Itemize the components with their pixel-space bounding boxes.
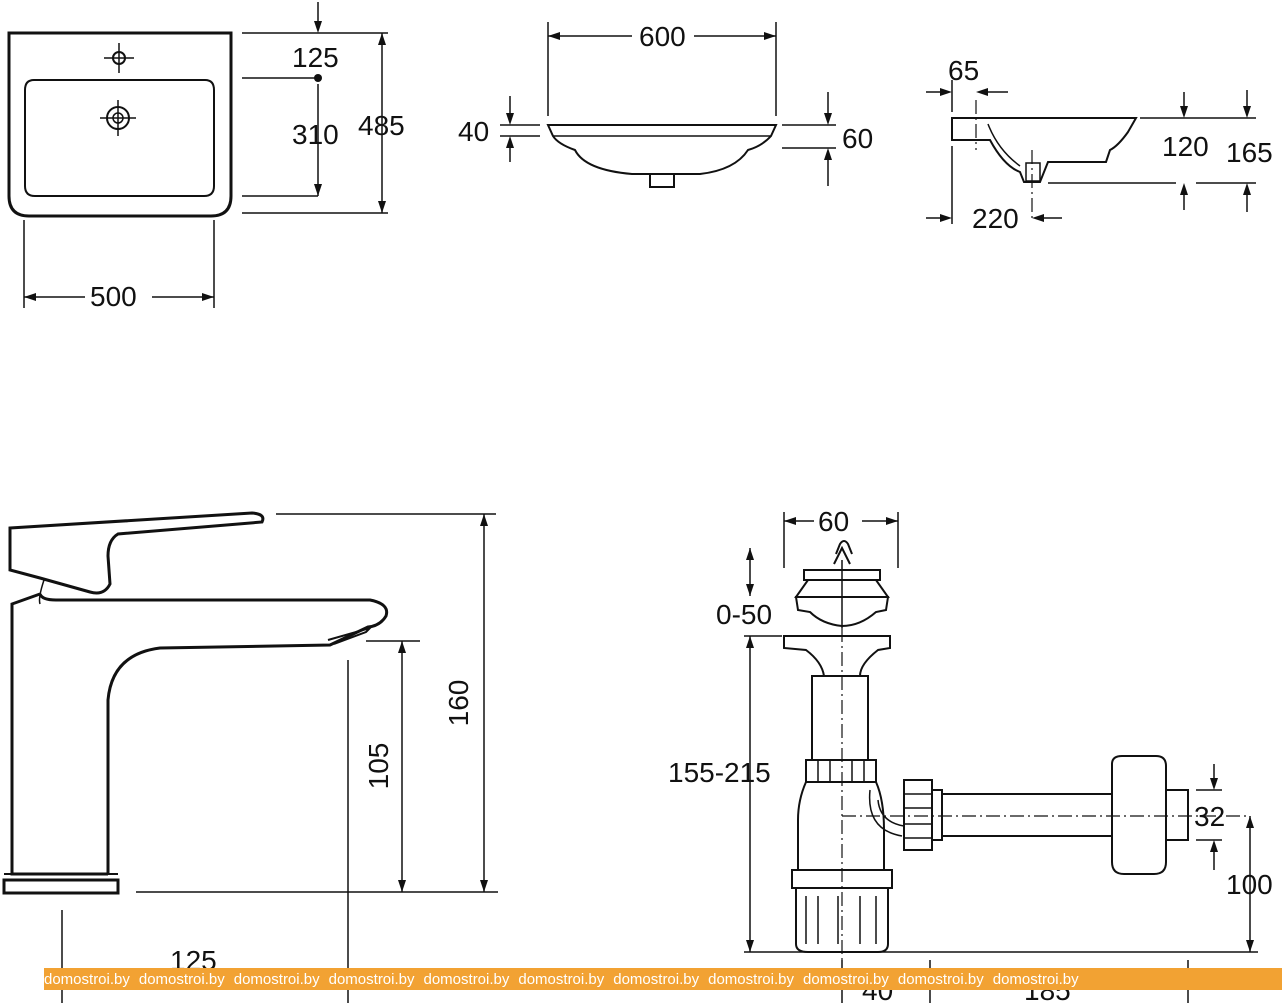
watermark-text: domostroi.by xyxy=(518,970,605,988)
watermark-text: domostroi.by xyxy=(138,970,225,988)
watermark-text: domostroi.by xyxy=(992,970,1079,988)
dim-rim-height: 40 xyxy=(458,116,489,147)
dim-drain-offset: 310 xyxy=(292,119,339,150)
basin-top-view xyxy=(7,2,388,308)
dim-outlet-height: 100 xyxy=(1226,869,1273,900)
basin-side-view xyxy=(926,80,1256,224)
dim-outlet-diameter: 32 xyxy=(1194,801,1225,832)
dim-spout-height: 105 xyxy=(363,743,394,790)
watermark-bar: domostroi.by domostroi.by domostroi.by domo… xyxy=(44,968,1282,990)
dim-basin-front-width: 600 xyxy=(639,21,686,52)
watermark-text: domostroi.by xyxy=(44,970,130,988)
watermark-text: domostroi.by xyxy=(328,970,415,988)
dim-basin-depth: 485 xyxy=(358,110,405,141)
watermark-text: domostroi.by xyxy=(708,970,794,988)
dim-bowl-height: 60 xyxy=(842,123,873,154)
watermark-text: domostroi.by xyxy=(897,970,984,988)
dim-overhang: 65 xyxy=(948,55,979,86)
faucet-drawing xyxy=(2,511,498,1003)
dim-height-range: 155-215 xyxy=(668,757,771,788)
dim-tap-hole-offset: 125 xyxy=(292,42,339,73)
dim-strainer-diameter: 60 xyxy=(818,506,849,537)
watermark-text: domostroi.by xyxy=(423,970,510,988)
watermark-text: domostroi.by xyxy=(613,970,700,988)
siphon-drawing xyxy=(744,512,1258,1003)
dim-side-total-height: 165 xyxy=(1226,137,1273,168)
dim-faucet-height: 160 xyxy=(443,680,474,727)
dim-drain-distance: 220 xyxy=(972,203,1019,234)
dim-adjust-range: 0-50 xyxy=(716,599,772,630)
watermark-text: domostroi.by xyxy=(803,970,889,988)
dim-basin-width: 500 xyxy=(90,281,137,312)
watermark-text: domostroi.by xyxy=(233,970,320,988)
basin-front-view xyxy=(500,22,836,188)
dim-drain-depth: 120 xyxy=(1162,131,1209,162)
